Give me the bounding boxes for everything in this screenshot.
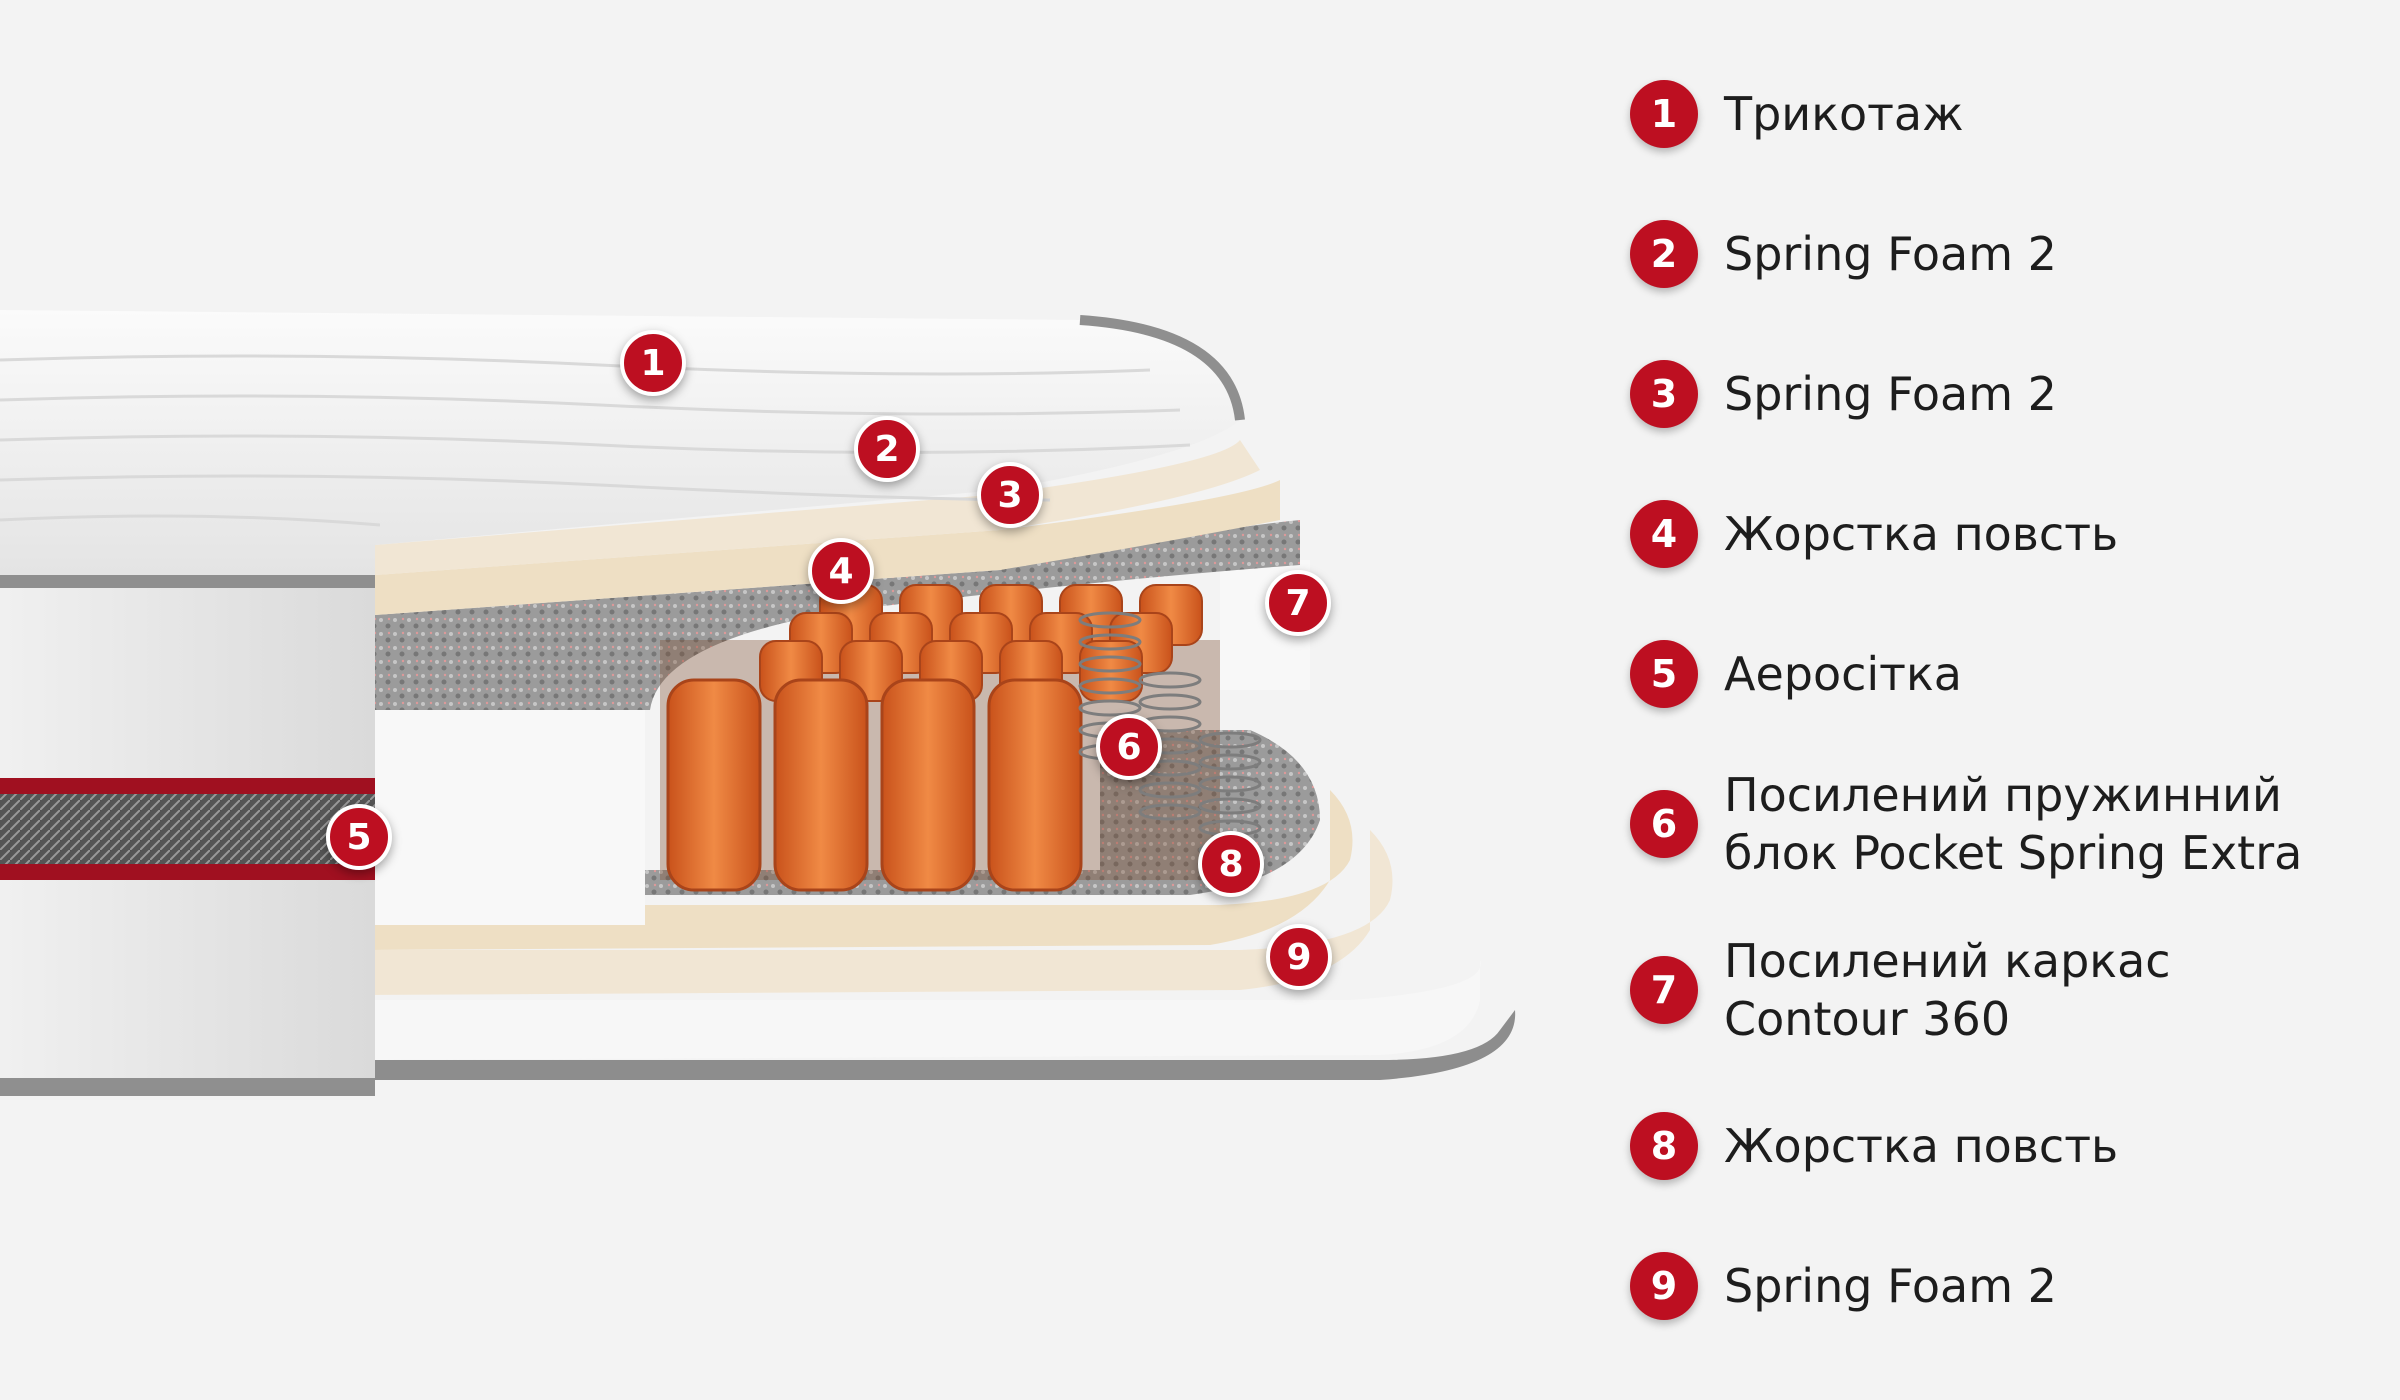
coil-spring (1198, 753, 1262, 771)
base-layer (0, 1010, 1516, 1080)
pocket-spring (666, 678, 762, 892)
pocket-spring (880, 678, 976, 892)
knit-top-layer (0, 310, 1240, 575)
foam-layer-2 (375, 440, 1260, 575)
pocket-spring (773, 678, 869, 892)
coil-spring (1198, 775, 1262, 793)
marker-6: 6 (1096, 714, 1162, 780)
marker-9: 9 (1266, 924, 1332, 990)
marker-8: 8 (1198, 831, 1264, 897)
legend-badge-1: 1 (1630, 80, 1698, 148)
marker-5: 5 (326, 804, 392, 870)
legend-item-7: 7 Посилений каркас Contour 360 (1630, 932, 2390, 1048)
coil-spring (1078, 633, 1142, 651)
legend-label-1: Трикотаж (1724, 87, 1964, 141)
legend-badge-8: 8 (1630, 1112, 1698, 1180)
marker-2: 2 (854, 416, 920, 482)
legend-item-3: 3 Spring Foam 2 (1630, 360, 2390, 428)
legend-item-1: 1 Трикотаж (1630, 80, 2390, 148)
coil-spring (1078, 677, 1142, 695)
bottom-foam-layer (370, 830, 1393, 995)
legend-item-6: 6 Посилений пружинний блок Pocket Spring… (1630, 766, 2390, 882)
legend-item-9: 9 Spring Foam 2 (1630, 1252, 2390, 1320)
coil-spring (1078, 699, 1142, 717)
coil-spring (1138, 781, 1202, 799)
mattress-cross-section-illustration (0, 310, 1516, 1096)
legend-label-7: Посилений каркас Contour 360 (1724, 934, 2171, 1046)
legend-item-4: 4 Жорстка повсть (1630, 500, 2390, 568)
legend-item-5: 5 Аеросітка (1630, 640, 2390, 708)
aeromesh-band (0, 794, 375, 864)
coil-spring (1138, 803, 1202, 821)
legend-label-6: Посилений пружинний блок Pocket Spring E… (1724, 768, 2303, 880)
legend-label-4: Жорстка повсть (1724, 507, 2119, 561)
legend-label-8: Жорстка повсть (1724, 1119, 2119, 1173)
legend-item-8: 8 Жорстка повсть (1630, 1112, 2390, 1180)
coil-spring (1198, 797, 1262, 815)
coil-spring (1198, 731, 1262, 749)
coil-spring (1138, 693, 1202, 711)
legend-badge-9: 9 (1630, 1252, 1698, 1320)
marker-7: 7 (1265, 570, 1331, 636)
upper-felt-layer (375, 520, 1300, 710)
legend-label-5: Аеросітка (1724, 647, 1962, 701)
legend-badge-4: 4 (1630, 500, 1698, 568)
legend-badge-3: 3 (1630, 360, 1698, 428)
marker-3: 3 (977, 462, 1043, 528)
legend-badge-6: 6 (1630, 790, 1698, 858)
legend-label-3: Spring Foam 2 (1724, 367, 2057, 421)
legend-badge-2: 2 (1630, 220, 1698, 288)
legend-badge-7: 7 (1630, 956, 1698, 1024)
coil-spring (1138, 671, 1202, 689)
coil-spring (1078, 611, 1142, 629)
legend-badge-5: 5 (1630, 640, 1698, 708)
marker-4: 4 (808, 538, 874, 604)
legend-item-2: 2 Spring Foam 2 (1630, 220, 2390, 288)
marker-1: 1 (620, 330, 686, 396)
pocket-spring (987, 678, 1083, 892)
layers-legend: 1 Трикотаж 2 Spring Foam 2 3 Spring Foam… (1630, 80, 2390, 1360)
legend-label-9: Spring Foam 2 (1724, 1259, 2057, 1313)
coil-spring (1078, 655, 1142, 673)
contour-frame (375, 710, 645, 925)
legend-label-2: Spring Foam 2 (1724, 227, 2057, 281)
bottom-white-layer (370, 960, 1481, 1060)
